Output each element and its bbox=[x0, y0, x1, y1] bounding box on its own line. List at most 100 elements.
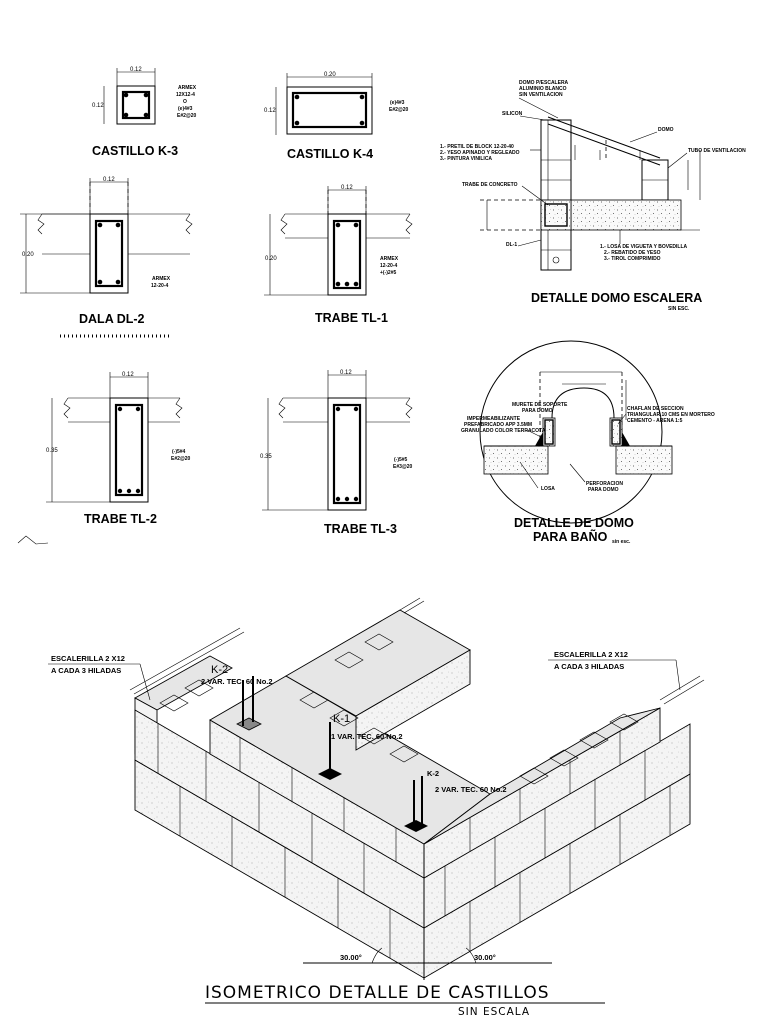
k4-dim-top: 0.20 bbox=[324, 72, 336, 78]
escalera-label-losa-2: 2.- REBATIDO DE YESO bbox=[604, 250, 661, 256]
escalera-label-losa-3: 3.- TIROL COMPRIMIDO bbox=[604, 256, 661, 262]
k4-section-outline bbox=[286, 86, 373, 135]
dl2-section-outline bbox=[89, 213, 129, 294]
escalera-label-pretil-1: 1.- PRETIL DE BLOCK 12-20-40 bbox=[440, 144, 514, 150]
tl1-section-outline bbox=[327, 213, 367, 296]
k4-note-2: E#2@20 bbox=[389, 107, 409, 113]
bano-label-chaflan-3: CEMENTO - ARENA 1:5 bbox=[627, 418, 683, 424]
isometric-view: ESCALERILLA 2 X12 A CADA 3 HILADAS ESCAL… bbox=[48, 597, 705, 1018]
iso-escalerilla-right-1: ESCALERILLA 2 X12 bbox=[554, 650, 628, 659]
escalera-subtitle: SIN ESC. bbox=[668, 306, 690, 312]
bano-label-chaflan-1: CHAFLAN DE SECCION bbox=[627, 406, 684, 412]
domo-slope bbox=[547, 116, 661, 159]
iso-k1-detail: 1 VAR. TEC. 60 No.2 bbox=[331, 732, 403, 741]
iso-k2-left-tag: K-2 bbox=[211, 664, 228, 676]
bano-title-2: PARA BAÑO bbox=[533, 529, 608, 544]
bano-label-perforacion-2: PARA DOMO bbox=[588, 487, 619, 493]
tl3-note-2: E#3@20 bbox=[393, 464, 413, 470]
section-castillo-k4: 0.20 0.12 (e)4#3 E#2@20 CASTILLO K-4 bbox=[264, 72, 409, 161]
iso-escalerilla-left-1: ESCALERILLA 2 X12 bbox=[51, 654, 125, 663]
section-castillo-k3: 0.12 0.12 ARMEX 12X12-4 O (e)4#3 E#2@20 … bbox=[92, 67, 197, 158]
tl2-section-outline bbox=[109, 397, 149, 503]
tl3-dim-side: 0.35 bbox=[260, 454, 272, 460]
escalera-label-silicon: SILICON bbox=[502, 111, 523, 117]
k3-note-3: O bbox=[183, 99, 187, 105]
k3-note-2: 12X12-4 bbox=[176, 92, 195, 98]
bano-detail-circle bbox=[479, 340, 663, 524]
escalera-title: DETALLE DOMO ESCALERA bbox=[531, 291, 702, 305]
tl1-note-3: +(-)2#5 bbox=[380, 270, 396, 276]
k4-stirrup bbox=[291, 91, 368, 129]
tl3-stirrup bbox=[332, 403, 362, 505]
iso-k1-tag: K-1 bbox=[333, 713, 350, 725]
escalera-label-tubo: TUBO DE VENTILACION bbox=[688, 148, 746, 154]
iso-footer-title: ISOMETRICO DETALLE DE CASTILLOS bbox=[205, 983, 550, 1003]
k4-title: CASTILLO K-4 bbox=[287, 147, 373, 161]
escalera-wall bbox=[540, 119, 572, 271]
k3-stirrup bbox=[121, 90, 151, 120]
dl2-stirrup bbox=[94, 219, 124, 288]
tl3-dim-top: 0.12 bbox=[340, 370, 352, 376]
tl1-dim-top: 0.12 bbox=[341, 185, 353, 191]
iso-top-surface-right bbox=[423, 707, 661, 845]
bano-label-chaflan-2: TRIANGULAR 10 CMS EN MORTERO bbox=[627, 412, 715, 418]
bano-slab-left bbox=[483, 445, 549, 475]
tl1-note-2: 12-20-4 bbox=[380, 263, 397, 269]
escalera-label-dl1: DL-1 bbox=[506, 242, 517, 248]
tl3-section-outline bbox=[327, 397, 367, 511]
escalera-label-domo-3: SIN VENTILACION bbox=[519, 92, 563, 98]
escalera-slab bbox=[570, 199, 682, 231]
escalera-label-domo-1: DOMO P/ESCALERA bbox=[519, 80, 569, 86]
break-symbol bbox=[17, 535, 49, 545]
tl3-note-1: (-)5#5 bbox=[394, 457, 408, 463]
escalera-label-domo-2: ALUMINIO BLANCO bbox=[519, 86, 567, 92]
section-trabe-tl2: 0.12 0.35 (-)5#4 E#2@20 TRABE TL-2 bbox=[17, 372, 191, 545]
iso-angle-right: 30.00° bbox=[474, 953, 496, 962]
dl2-title: DALA DL-2 bbox=[79, 312, 145, 326]
tl1-stirrup bbox=[332, 219, 362, 290]
tl2-note-1: (-)5#4 bbox=[172, 449, 186, 455]
escalera-label-domo: DOMO bbox=[658, 127, 674, 133]
iso-k2-right-tag: K-2 bbox=[427, 769, 439, 778]
section-trabe-tl3: 0.12 0.35 (-)5#5 E#3@20 TRABE TL-3 bbox=[260, 370, 413, 536]
bano-label-losa: LOSA bbox=[541, 486, 555, 492]
bano-label-murete-2: PARA DOMO bbox=[522, 408, 553, 414]
bano-label-murete-1: MURETE DE SOPORTE bbox=[512, 402, 568, 408]
dl2-note-1: ARMEX bbox=[152, 276, 171, 282]
k3-note-4: (e)4#3 bbox=[178, 106, 193, 112]
iso-k2-right-detail: 2 VAR. TEC. 60 No.2 bbox=[435, 785, 507, 794]
tl2-note-2: E#2@20 bbox=[171, 456, 191, 462]
tl2-dim-top: 0.12 bbox=[122, 372, 134, 378]
k3-section-outline bbox=[116, 85, 156, 125]
k3-note-1: ARMEX bbox=[178, 85, 197, 91]
tl3-title: TRABE TL-3 bbox=[324, 522, 397, 536]
bano-title-1: DETALLE DE DOMO bbox=[514, 516, 634, 530]
escalera-label-pretil-2: 2.- YESO APINADO Y REGLEADO bbox=[440, 150, 520, 156]
k4-note-1: (e)4#3 bbox=[390, 100, 405, 106]
tl2-stirrup bbox=[114, 403, 144, 497]
section-trabe-tl1: 0.12 0.20 ARMEX 12-20-4 +(-)2#5 TRABE TL… bbox=[264, 185, 413, 325]
iso-escalerilla-left-2: A CADA 3 HILADAS bbox=[51, 666, 121, 675]
tl1-dim-side: 0.20 bbox=[265, 256, 277, 262]
tl2-dim-side: 0.35 bbox=[46, 448, 58, 454]
bano-label-imper-3: GRANULADO COLOR TERRACOTA bbox=[461, 428, 546, 434]
bano-subtitle: sin esc. bbox=[612, 539, 631, 545]
tl2-title: TRABE TL-2 bbox=[84, 512, 157, 526]
section-dala-dl2: 0.12 0.20 ARMEX 12-20-4 DALA DL-2 bbox=[20, 177, 193, 338]
bano-label-imper-2: PREFABRICADO APP 3.5MM bbox=[464, 422, 532, 428]
escalera-label-trabe: TRABE DE CONCRETO bbox=[462, 182, 518, 188]
dl2-note-2: 12-20-4 bbox=[151, 283, 168, 289]
escalera-label-losa-1: 1.- LOSA DE VIGUETA Y BOVEDILLA bbox=[600, 244, 688, 250]
k3-dim-side: 0.12 bbox=[92, 103, 104, 109]
bano-dome bbox=[551, 387, 615, 419]
iso-k2-left-detail: 2 VAR. TEC. 60 No.2 bbox=[201, 677, 273, 686]
detail-domo-escalera: DOMO P/ESCALERA ALUMINIO BLANCO SIN VENT… bbox=[440, 80, 746, 312]
detail-domo-bano: MURETE DE SOPORTE PARA DOMO IMPERMEABILI… bbox=[461, 340, 715, 545]
tl1-note-1: ARMEX bbox=[380, 256, 399, 262]
tl1-title: TRABE TL-1 bbox=[315, 311, 388, 325]
iso-escalerilla-right-2: A CADA 3 HILADAS bbox=[554, 662, 624, 671]
bano-label-perforacion-1: PERFORACION bbox=[586, 481, 623, 487]
escalera-label-pretil-3: 3.- PINTURA VINILICA bbox=[440, 156, 492, 162]
iso-footer-subtitle: SIN ESCALA bbox=[458, 1006, 530, 1018]
